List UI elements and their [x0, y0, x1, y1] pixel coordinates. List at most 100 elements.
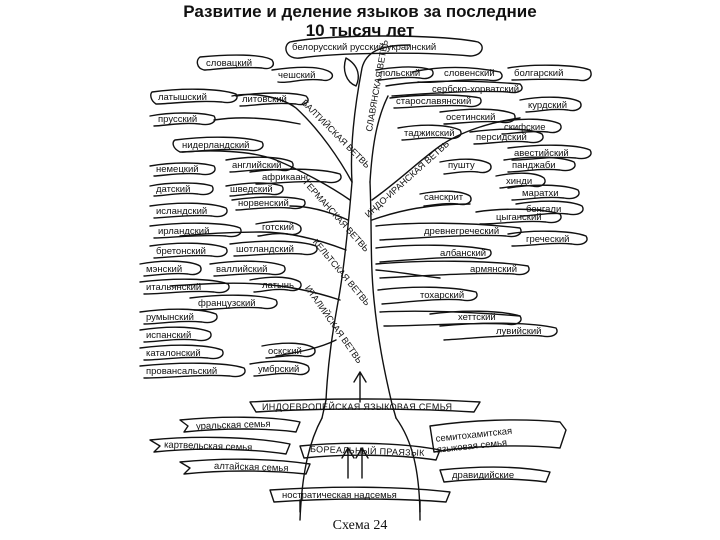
bubble-french: [189, 294, 278, 311]
lang-scottish: шотландский: [236, 244, 294, 255]
bubble-polish: [375, 66, 434, 81]
figure-caption: Схема 24: [332, 518, 388, 533]
bubble-manx: [139, 260, 202, 277]
lang-latvian: латышский: [158, 92, 207, 103]
bubble-slavic-east: [285, 35, 483, 59]
bubble-irish: [149, 222, 242, 239]
lang-romani: цыганский: [496, 212, 542, 223]
lang-danish: датский: [156, 184, 191, 195]
lang-oscan: оскский: [268, 346, 302, 357]
lang-provencal: провансальский: [146, 366, 218, 377]
lang-afrikaans: африкаанс: [262, 172, 311, 183]
lang-dutch: нидерландский: [182, 140, 250, 151]
slavic-stem: [350, 44, 411, 183]
bubble-danish: [149, 182, 214, 197]
bubble-gothic: [255, 220, 302, 237]
lang-avestan: авестийский: [514, 148, 569, 159]
bubble-scythian: [497, 118, 562, 135]
bubble-sanskrit: [419, 190, 472, 207]
bubble-umbrian: [249, 360, 310, 377]
lang-luwian: лувийский: [496, 326, 542, 337]
ribbon-indo-european: [249, 398, 481, 413]
lang-ossetian: осетинский: [446, 112, 496, 123]
bubble-scottish: [229, 240, 318, 257]
lang-breton: бретонский: [156, 246, 206, 257]
lang-greek: греческий: [526, 234, 570, 245]
bubble-pashto: [439, 158, 492, 175]
lang-scythian: скифские: [504, 122, 546, 133]
bubble-old-greek: [375, 222, 522, 241]
ribbon-semito-hamitic: [429, 419, 567, 453]
lang-slovak: словацкий: [206, 58, 253, 69]
lang-welsh: валлийский: [216, 264, 268, 275]
bubble-slovak: [196, 54, 274, 71]
trunk-lower-line: [299, 499, 421, 513]
lang-umbrian: умбрский: [258, 364, 300, 375]
lang-latin: латынь: [262, 280, 294, 291]
lang-norwegian: норвенский: [238, 198, 289, 209]
lang-prussian: прусский: [158, 114, 198, 125]
lang-old-greek: древнегреческий: [424, 226, 500, 237]
trunk-arrow-1: [353, 371, 367, 403]
root-left: [299, 417, 323, 521]
ribbon-altaic: [179, 458, 311, 475]
bubble-lithuanian: [235, 92, 309, 107]
lang-irish: ирландский: [158, 226, 210, 237]
lang-romanian: румынский: [146, 312, 194, 323]
lang-lithuanian: литовский: [242, 94, 287, 105]
lang-tocharian: тохарский: [420, 290, 465, 301]
bubble-english: [225, 156, 294, 173]
lang-hindi: хинди: [506, 176, 533, 187]
lang-panjabi: панджаби: [512, 160, 556, 171]
lang-old-slavonic: старославянский: [396, 96, 472, 107]
root-right: [395, 417, 421, 521]
bubble-provencal: [139, 362, 246, 379]
bubble-albanian: [375, 244, 492, 263]
bubble-panjabi: [503, 156, 576, 173]
bubble-dutch: [172, 136, 264, 153]
bubble-breton: [149, 242, 228, 259]
lang-french: французский: [198, 298, 256, 309]
ribbon-nostratic: [269, 486, 451, 503]
lang-swedish: шведский: [230, 184, 273, 195]
bubble-oscan: [261, 342, 316, 359]
lang-german: немецкий: [156, 164, 199, 175]
lang-armenian: армянский: [470, 264, 518, 275]
leaf-slavic-left: [343, 57, 359, 87]
lang-catalan: каталонский: [146, 348, 201, 359]
lang-czech: чешский: [278, 70, 316, 81]
lang-slovene: словенский: [444, 68, 495, 79]
diagram-title-line1: Развитие и деление языков за последние: [183, 2, 537, 21]
lang-albanian: албанский: [440, 248, 487, 259]
bubble-welsh: [209, 260, 286, 277]
lang-gothic: готский: [262, 222, 295, 233]
lang-polish: польский: [380, 68, 421, 79]
bubble-armenian: [375, 260, 530, 279]
bubble-icelandic: [149, 202, 228, 219]
lang-pashto: пушту: [448, 160, 475, 171]
family-nostratic: ностратическая надсемья: [282, 490, 397, 501]
lang-hittite: хеттский: [458, 312, 496, 323]
lang-manx: мэнский: [146, 264, 183, 275]
family-indo-european: ИНДОЕВРОПЕЙСКАЯ ЯЗЫКОВАЯ СЕМЬЯ: [262, 402, 453, 412]
bubble-italian: [139, 278, 230, 295]
bubble-tocharian: [377, 286, 478, 305]
bubble-bulgarian: [507, 64, 592, 82]
ribbon-uralic: [179, 416, 301, 433]
trunk-left-edge: [321, 181, 353, 419]
family-dravidian: дравидийские: [452, 470, 515, 481]
bubble-avestan: [507, 144, 592, 161]
bubble-luwian: [439, 322, 558, 341]
ribbon-kartvelian: [149, 436, 291, 455]
bubble-romanian: [139, 308, 218, 325]
lang-marathi: маратхи: [522, 188, 559, 199]
lang-icelandic: исландский: [156, 206, 208, 217]
lang-bulgarian: болгарский: [514, 68, 564, 79]
bubble-romani: [475, 208, 562, 225]
bubble-tajik: [397, 124, 462, 141]
bubble-greek: [507, 230, 588, 247]
bubble-hittite: [429, 310, 521, 317]
bubble-old-slavonic: [389, 94, 482, 109]
lang-serbo-croatian: сербско-хорватский: [432, 84, 520, 95]
